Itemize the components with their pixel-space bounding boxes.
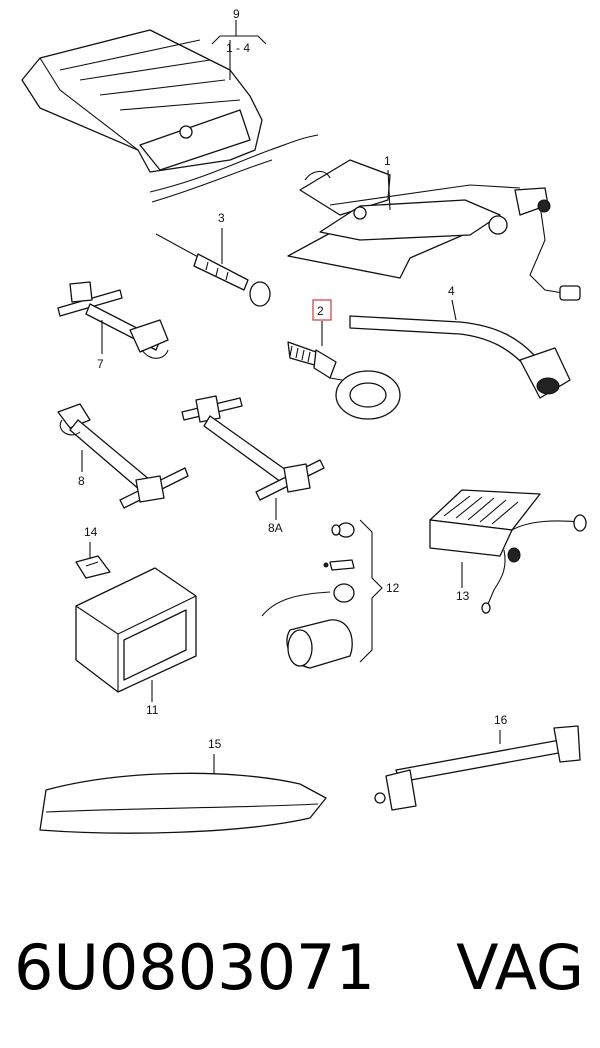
tool-bag-illustration (21, 29, 319, 203)
callout-9-range: 1 - 4 (226, 41, 250, 55)
jack-illustration (287, 159, 581, 301)
callout-11: 11 (146, 703, 159, 717)
callout-2-highlight (312, 299, 332, 321)
footer: 6U0803071 VAG (0, 918, 600, 1018)
callout-14: 14 (84, 525, 98, 539)
callout-8: 8 (78, 474, 85, 488)
part-number: 6U0803071 (14, 931, 375, 1004)
callout-4-leader (451, 299, 457, 321)
strap-7-illustration (57, 281, 169, 359)
compressor-parts-illustration (261, 519, 383, 669)
parts-diagram: 9 1 - 4 1 3 2 4 (21, 7, 587, 834)
strap-8-illustration (57, 403, 189, 509)
towing-eye-illustration (287, 341, 401, 420)
callout-2: 2 (317, 304, 324, 318)
callout-1-leader (387, 169, 391, 211)
callout-13: 13 (456, 589, 470, 603)
callout-9: 9 (233, 7, 240, 21)
callout-4: 4 (448, 284, 455, 298)
compressor-13-illustration (429, 489, 587, 614)
wheel-brace-illustration (349, 315, 571, 399)
brand-label: VAG (456, 931, 584, 1004)
callout-3: 3 (218, 211, 225, 225)
callout-9-bracket (211, 20, 267, 80)
callout-15: 15 (208, 737, 222, 751)
roof-box-15-illustration (39, 772, 327, 834)
roof-bar-16-illustration (374, 725, 581, 811)
strap-8a-illustration (181, 395, 325, 501)
callout-1: 1 (384, 154, 391, 168)
callout-12: 12 (386, 581, 400, 595)
callout-7: 7 (97, 357, 104, 371)
callout-16: 16 (494, 713, 508, 727)
box-11-illustration (75, 567, 197, 693)
screwdriver-illustration (155, 233, 271, 307)
clip-14-illustration (75, 555, 111, 579)
callout-8a: 8A (268, 521, 283, 535)
